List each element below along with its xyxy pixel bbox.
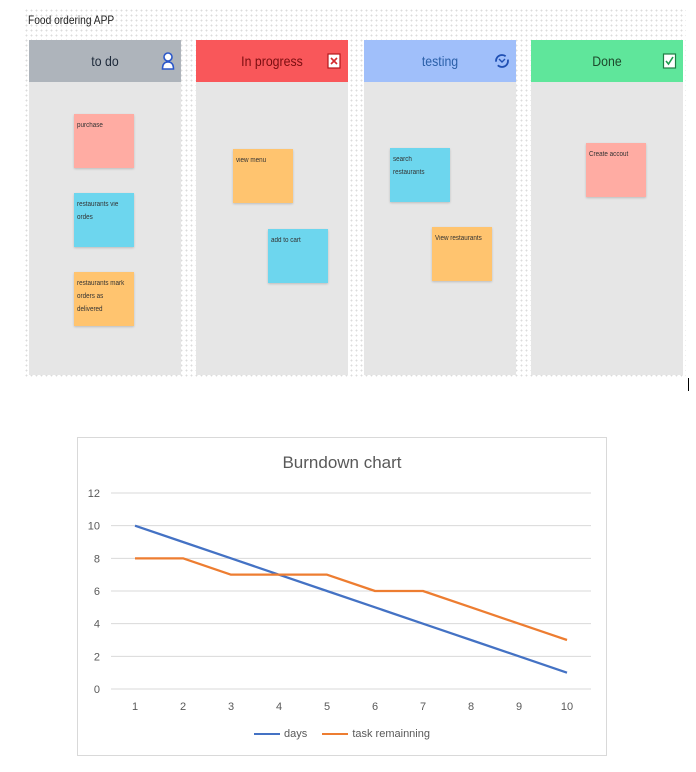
sticky-note[interactable]: add to cart xyxy=(268,229,328,283)
x-tick-label: 9 xyxy=(516,701,522,713)
column-to-do: to do purchase restaurants vie ordes res… xyxy=(29,40,181,375)
column-label: Done xyxy=(592,53,622,69)
column-header-to-do[interactable]: to do xyxy=(29,40,181,82)
y-tick-label: 12 xyxy=(88,488,100,500)
x-tick-label: 8 xyxy=(468,701,474,713)
column-label: testing xyxy=(421,53,459,69)
y-tick-label: 6 xyxy=(94,586,100,598)
y-tick-label: 0 xyxy=(94,684,100,696)
sticky-note[interactable]: restaurants mark orders as delivered xyxy=(74,272,134,326)
y-tick-label: 10 xyxy=(88,521,100,533)
legend-label: days xyxy=(284,728,308,740)
chart-legend: days task remainning xyxy=(78,728,606,740)
close-box-icon xyxy=(327,53,341,69)
legend-item-task-remainning: task remainning xyxy=(322,728,430,740)
y-tick-label: 8 xyxy=(94,553,100,565)
x-tick-label: 7 xyxy=(420,701,426,713)
y-tick-label: 4 xyxy=(94,619,100,631)
column-done: Done Create accout xyxy=(531,40,683,375)
chart-title: Burndown chart xyxy=(282,453,402,472)
text-cursor xyxy=(688,378,689,391)
sticky-note[interactable]: search restaurants xyxy=(390,148,450,202)
board-title: Food ordering APP xyxy=(28,13,115,27)
x-tick-label: 1 xyxy=(132,701,138,713)
legend-swatch xyxy=(254,733,281,736)
column-header-in-progress[interactable]: In progress xyxy=(196,40,348,82)
column-in-progress: In progress view menu add to cart xyxy=(196,40,348,375)
x-tick-label: 3 xyxy=(228,701,234,713)
x-tick-label: 5 xyxy=(324,701,330,713)
sticky-note[interactable]: purchase xyxy=(74,114,134,168)
legend-label: task remainning xyxy=(352,728,430,740)
column-testing: testing search restaurants View restaura… xyxy=(364,40,516,375)
column-label: In progress xyxy=(241,53,303,69)
series-line-task-remainning xyxy=(135,557,568,642)
sticky-note[interactable]: Create accout xyxy=(586,143,646,197)
y-tick-label: 2 xyxy=(94,651,100,663)
check-box-icon xyxy=(662,53,677,69)
column-header-done[interactable]: Done xyxy=(531,40,683,82)
x-tick-label: 4 xyxy=(276,701,282,713)
sticky-note[interactable]: restaurants vie ordes xyxy=(74,193,134,247)
sticky-note[interactable]: View restaurants xyxy=(432,227,492,281)
sync-icon xyxy=(495,54,509,68)
x-tick-label: 10 xyxy=(561,701,573,713)
column-label: to do xyxy=(91,53,119,69)
legend-swatch xyxy=(322,733,349,736)
x-tick-label: 2 xyxy=(180,701,186,713)
x-tick-label: 6 xyxy=(372,701,378,713)
legend-item-days: days xyxy=(254,728,307,740)
series-line-days xyxy=(134,524,568,674)
person-icon xyxy=(161,52,175,70)
column-header-testing[interactable]: testing xyxy=(364,40,516,82)
sticky-note[interactable]: view menu xyxy=(233,149,293,203)
